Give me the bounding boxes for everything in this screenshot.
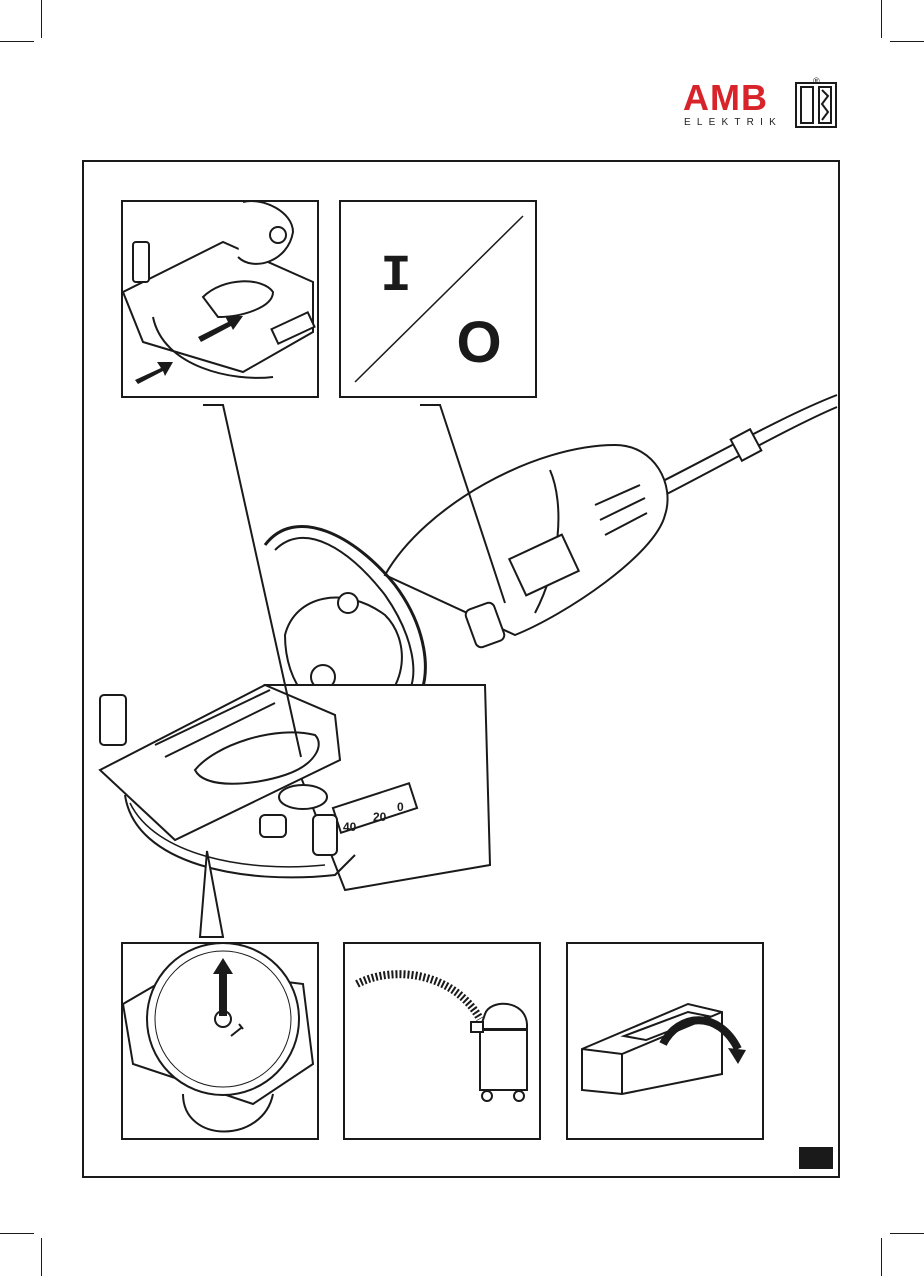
brand-logo-subtitle: ELEKTRIK (684, 117, 782, 128)
on-off-switch-panel: I O (339, 200, 537, 398)
on-off-switch-icon: I O (341, 202, 535, 396)
vacuum-panel (343, 942, 541, 1140)
crop-mark (41, 1238, 42, 1276)
vacuum-cleaner-icon (345, 944, 539, 1138)
blade-mount-detail-panel (121, 200, 319, 398)
brand-logo-name: AMB (683, 80, 768, 116)
wall-chaser-illustration: 40 20 0 (95, 385, 843, 940)
switch-on-symbol: I (380, 247, 411, 306)
crop-mark (890, 1233, 924, 1234)
scale-label: 40 (343, 820, 357, 834)
crop-mark (0, 41, 34, 42)
blade-mount-detail-icon (123, 202, 317, 396)
crop-mark (881, 1238, 882, 1276)
scale-label: 0 (397, 800, 404, 814)
switch-off-symbol: O (456, 310, 501, 375)
crop-mark (890, 41, 924, 42)
crop-mark (0, 1233, 34, 1234)
crop-mark (41, 0, 42, 38)
crop-mark (881, 0, 882, 38)
brand-logo-emblem (795, 82, 837, 133)
blade-removal-icon (123, 944, 317, 1138)
groove-breakout-panel (566, 942, 764, 1140)
scale-label: 20 (373, 810, 387, 824)
groove-breakout-icon (568, 944, 762, 1138)
page-number-box (799, 1147, 833, 1169)
blade-removal-panel (121, 942, 319, 1140)
